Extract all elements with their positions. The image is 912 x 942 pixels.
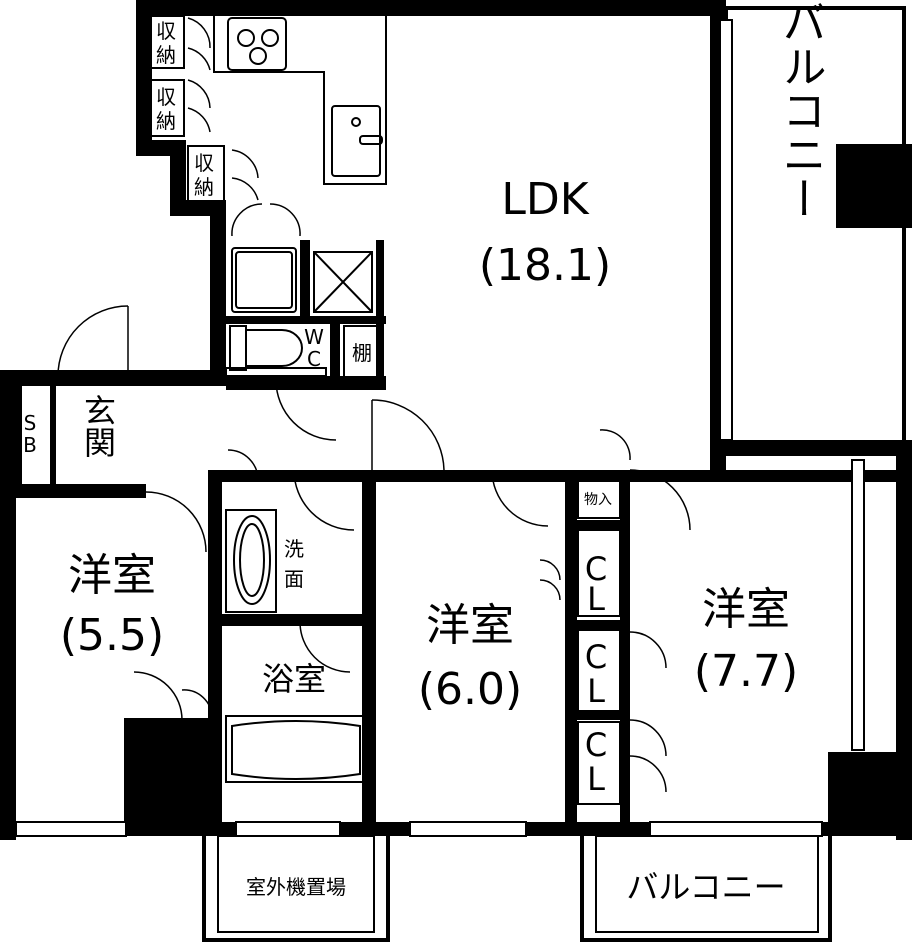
storage-3-top: 収 (194, 151, 214, 175)
entrance-label: 玄関 (79, 394, 117, 458)
shoe-box-b: B (23, 433, 37, 457)
storage-1-top: 収 (156, 19, 176, 43)
western-mid-size: (6.0) (418, 664, 522, 715)
kitchen (213, 16, 387, 185)
western-left-label: 洋室 (68, 550, 156, 601)
closets (131, 15, 621, 805)
closet-left-label: CL (147, 731, 173, 755)
storage-2-top: 収 (156, 85, 176, 109)
storage-1-bottom: 納 (156, 43, 176, 67)
walls (0, 0, 912, 840)
doors (57, 17, 691, 793)
windows (15, 19, 865, 837)
western-left-size: (5.5) (60, 610, 164, 661)
bathtub (225, 715, 365, 783)
ldk-size: (18.1) (479, 240, 611, 291)
closet-1-c: C (585, 550, 607, 588)
balcony-bottom-label: バルコニー (626, 868, 785, 906)
balcony-main-label: バルコニー (775, 0, 826, 220)
western-right-size: (7.7) (694, 646, 798, 697)
wc-c: C (307, 347, 321, 371)
western-right-label: 洋室 (702, 584, 790, 635)
closet-2-l: L (587, 672, 605, 710)
closet-3-l: L (587, 760, 605, 798)
washroom-label-2: 面 (284, 567, 304, 591)
storage-2-bottom: 納 (156, 109, 176, 133)
appliances (231, 247, 373, 313)
toilet (225, 325, 327, 377)
shoe-box-s: S (24, 411, 37, 435)
closet-2-c: C (585, 638, 607, 676)
mono-ire-label: 物入 (584, 492, 612, 508)
shelf-label: 棚 (352, 341, 372, 365)
closet-1-l: L (587, 580, 605, 618)
bath-label: 浴室 (262, 660, 326, 698)
washroom-label-1: 洗 (284, 537, 304, 561)
western-mid-label: 洋室 (426, 600, 514, 651)
wc-w: W (304, 325, 324, 349)
washbasin (225, 509, 277, 613)
storage-3-bottom: 納 (194, 175, 214, 199)
closet-3-c: C (585, 726, 607, 764)
ldk-label: LDK (501, 174, 589, 225)
outdoor-unit-label: 室外機置場 (246, 875, 346, 899)
